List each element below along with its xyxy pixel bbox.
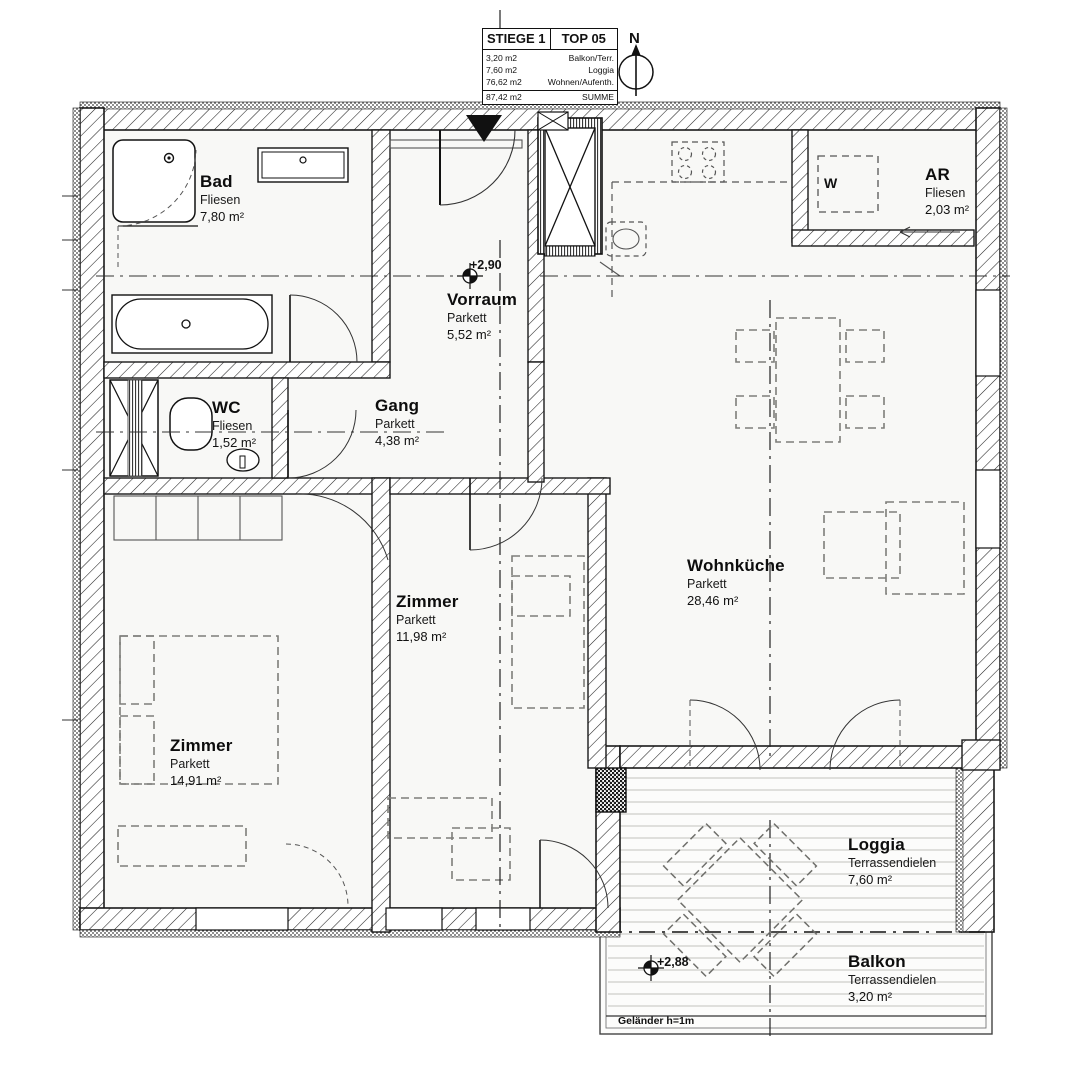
room-name: Zimmer xyxy=(396,592,459,611)
room-name: Loggia xyxy=(848,835,905,854)
room-material: Parkett xyxy=(375,417,415,432)
room-material: Terrassendielen xyxy=(848,973,937,988)
room-area: 28,46 m² xyxy=(687,592,739,608)
windows xyxy=(195,289,1001,931)
room-area: 7,60 m² xyxy=(848,871,893,887)
area-row: 3,20 m2 Balkon/Terr. xyxy=(486,52,614,64)
area-row: 7,60 m2 Loggia xyxy=(486,64,614,76)
north-label: N xyxy=(629,30,640,47)
title-block-area-rows: 3,20 m2 Balkon/Terr. 7,60 m2 Loggia 76,6… xyxy=(483,50,617,91)
area-value: 7,60 m2 xyxy=(486,65,518,76)
elevation-balkon: +2,88 xyxy=(657,955,689,969)
area-name: Wohnen/Aufenth. xyxy=(547,77,614,88)
area-row: 76,62 m2 Wohnen/Aufenth. xyxy=(486,76,614,88)
room-label-zimmer-2: Zimmer Parkett 11,98 m² xyxy=(396,592,459,644)
room-material: Terrassendielen xyxy=(848,856,937,871)
room-label-balkon: Balkon Terrassendielen 3,20 m² xyxy=(848,952,936,1004)
shafts xyxy=(109,111,603,477)
stiege-label: STIEGE 1 xyxy=(483,29,551,49)
room-label-wc: WC Fliesen 1,52 m² xyxy=(212,398,256,450)
top-label: TOP 05 xyxy=(561,31,606,46)
wall-tick-marks xyxy=(62,195,78,721)
elevation-vorraum: +2,90 xyxy=(470,258,502,272)
area-value: 76,62 m2 xyxy=(486,77,522,88)
room-material: Fliesen xyxy=(925,186,966,201)
room-name: Bad xyxy=(200,172,233,191)
room-area: 2,03 m² xyxy=(925,201,970,217)
room-label-loggia: Loggia Terrassendielen 7,60 m² xyxy=(848,835,936,887)
room-label-ar: AR Fliesen 2,03 m² xyxy=(925,165,969,217)
room-name: WC xyxy=(212,398,241,417)
title-block-header: STIEGE 1 TOP 05 xyxy=(483,29,617,50)
room-name: Gang xyxy=(375,396,420,415)
sum-value: 87,42 m2 xyxy=(486,91,522,102)
room-material: Parkett xyxy=(687,577,727,592)
room-area: 11,98 m² xyxy=(396,628,447,644)
interior-walls xyxy=(103,129,975,933)
room-name: Wohnküche xyxy=(687,556,785,575)
room-name: Vorraum xyxy=(447,290,518,309)
room-material: Fliesen xyxy=(200,193,241,208)
room-name: AR xyxy=(925,165,950,184)
door-swings xyxy=(285,115,901,909)
washing-machine-symbol: W xyxy=(824,175,838,191)
room-material: Parkett xyxy=(396,613,436,628)
room-name: Balkon xyxy=(848,952,906,971)
area-value: 3,20 m2 xyxy=(486,53,518,63)
room-area: 3,20 m² xyxy=(848,988,893,1004)
kitchen-fittings xyxy=(599,141,960,300)
loggia-table-set xyxy=(662,822,818,978)
room-label-vorraum: Vorraum Parkett 5,52 m² xyxy=(447,290,517,342)
bathroom-fixtures xyxy=(111,139,358,363)
area-name: Balkon/Terr. xyxy=(568,53,614,63)
room-label-gang: Gang Parkett 4,38 m² xyxy=(375,396,419,448)
room-material: Parkett xyxy=(170,757,210,772)
area-name: Loggia xyxy=(588,65,614,76)
title-block: STIEGE 1 TOP 05 3,20 m2 Balkon/Terr. 7,6… xyxy=(482,28,618,105)
room-name: Zimmer xyxy=(170,736,233,755)
furniture xyxy=(117,317,965,881)
room-area: 5,52 m² xyxy=(447,326,492,342)
room-area: 7,80 m² xyxy=(200,208,245,224)
room-material: Fliesen xyxy=(212,419,253,434)
railing-note: Geländer h=1m xyxy=(618,1015,695,1027)
room-area: 1,52 m² xyxy=(212,434,257,450)
room-label-wohnkueche: Wohnküche Parkett 28,46 m² xyxy=(687,556,785,608)
room-label-zimmer-1: Zimmer Parkett 14,91 m² xyxy=(170,736,233,788)
sum-label: SUMME xyxy=(582,91,614,102)
room-area: 14,91 m² xyxy=(170,772,222,788)
elevation-markers xyxy=(457,263,664,981)
room-area: 4,38 m² xyxy=(375,432,420,448)
built-in-furniture xyxy=(113,139,523,541)
room-label-bad: Bad Fliesen 7,80 m² xyxy=(200,172,244,224)
title-block-sum-row: 87,42 m2 SUMME xyxy=(483,91,617,104)
wc-fixtures xyxy=(169,397,357,479)
north-arrow-icon xyxy=(618,44,654,96)
room-material: Parkett xyxy=(447,311,487,326)
